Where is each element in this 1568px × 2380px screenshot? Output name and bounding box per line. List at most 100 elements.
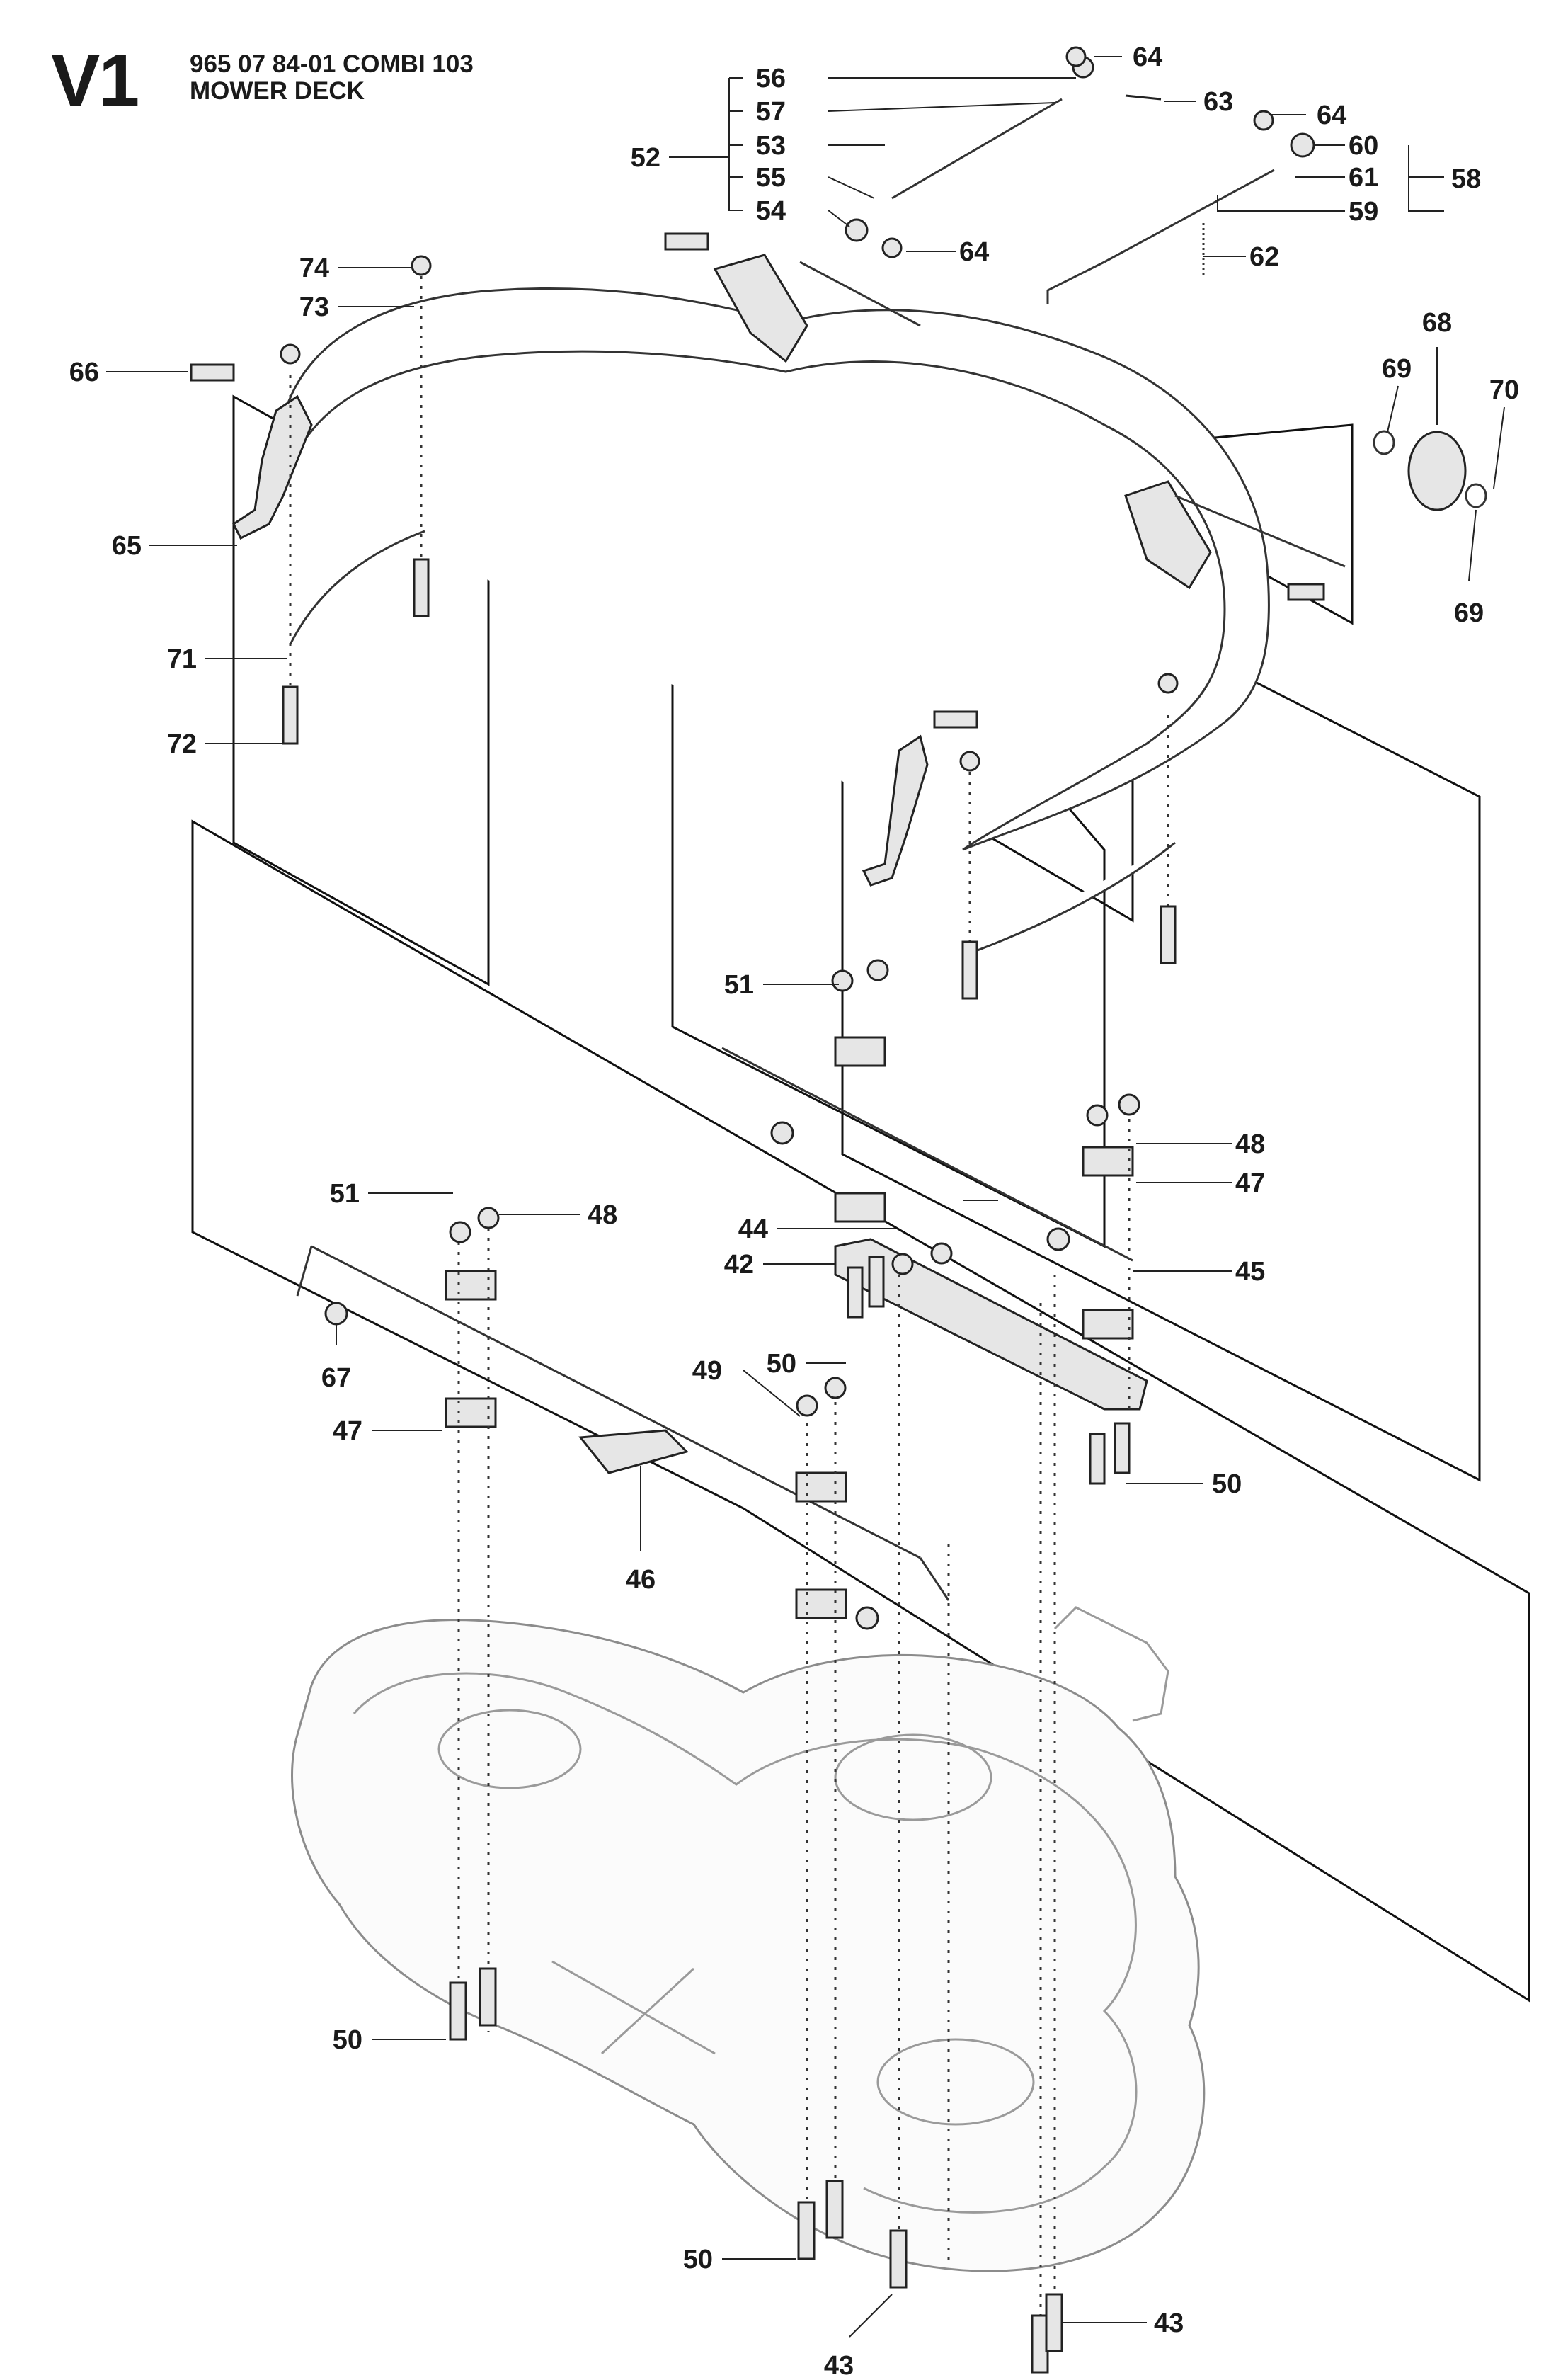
roller-68 [1407, 431, 1467, 511]
callout-c64-c: 64 [959, 237, 989, 267]
leader-line [743, 1370, 801, 1417]
link-71 [289, 530, 425, 645]
nut-44 [891, 1253, 914, 1275]
nut-51 [866, 959, 889, 981]
rod-59 [1104, 169, 1275, 263]
bolt-50 [1089, 1433, 1106, 1485]
callout-c58: 58 [1451, 164, 1481, 194]
nut-45 [1046, 1227, 1070, 1251]
nut-51 [449, 1221, 471, 1243]
deck-inner [353, 1672, 1138, 2214]
nut-54 [845, 218, 869, 242]
callout-c53: 53 [756, 131, 786, 161]
callout-c46: 46 [626, 1565, 656, 1595]
bolt-bracket-right [933, 710, 978, 729]
rod-assembly [845, 46, 1315, 304]
mower-deck [291, 1606, 1206, 2272]
bolt-right-arm [961, 940, 978, 1000]
spindle-bottom [876, 2038, 1035, 2126]
bolt-left-arm [413, 558, 430, 617]
bolt-50 [825, 2180, 844, 2239]
callout-c70: 70 [1489, 375, 1519, 405]
bolt-50 [449, 1981, 467, 2041]
leader-line [1217, 195, 1345, 212]
link-plate-top [713, 254, 808, 363]
callout-c50-a: 50 [767, 1349, 796, 1379]
nut-64-c [881, 237, 903, 258]
nut-51 [831, 969, 854, 992]
nuts [280, 255, 1179, 1630]
deck-handle [1053, 1606, 1169, 1722]
nut-49 [796, 1394, 818, 1417]
callout-c50-b: 50 [1212, 1469, 1242, 1499]
bolts [190, 232, 1325, 2374]
title-line: MOWER DECK [190, 77, 365, 105]
callout-c47-a: 47 [1235, 1168, 1265, 1198]
callout-c59: 59 [1349, 197, 1378, 227]
nut-44 [930, 1242, 953, 1265]
bolt-top-center [664, 232, 709, 251]
arm-end-right [919, 1557, 950, 1601]
bolt-72 [282, 685, 299, 745]
block-47-center-upper [795, 1471, 847, 1503]
callout-c74: 74 [299, 254, 329, 283]
callout-c60: 60 [1349, 131, 1378, 161]
callout-c68: 68 [1422, 308, 1452, 338]
callout-c73: 73 [299, 292, 329, 322]
bolt-43 [1045, 2293, 1063, 2352]
block-47-left-lower [445, 1397, 497, 1428]
callout-c61: 61 [1349, 163, 1378, 193]
nut-64-a [1065, 46, 1087, 67]
bracket-right [862, 734, 929, 887]
callout-c45: 45 [1235, 1257, 1265, 1287]
block-47-center-lower [795, 1588, 847, 1619]
nut-64-b [1253, 110, 1274, 131]
bracket-65 [232, 394, 313, 540]
nut-front-right [855, 1606, 879, 1630]
title-block: 965 07 84-01 COMBI 103 MOWER DECK [190, 51, 474, 105]
leader-lines [106, 56, 1505, 2338]
leader-line [828, 210, 850, 227]
callout-c51-a: 51 [724, 970, 754, 1000]
washer-69-right [1465, 483, 1487, 508]
nut-67 [324, 1302, 348, 1326]
bolt-50 [479, 1967, 497, 2027]
bolt-right [1160, 905, 1177, 964]
callout-c50-d: 50 [683, 2245, 713, 2274]
callout-c72: 72 [167, 729, 197, 759]
hanger-plate-42 [834, 1238, 1148, 1411]
leader-line [1493, 406, 1505, 489]
bolt-50 [1114, 1422, 1131, 1474]
callout-c71: 71 [167, 644, 197, 674]
callout-c67: 67 [321, 1363, 351, 1393]
roller-assembly [1373, 430, 1487, 511]
bolt-43 [889, 2229, 908, 2289]
callout-c48-b: 48 [588, 1200, 617, 1230]
callout-c63: 63 [1203, 87, 1233, 117]
block-47-left-upper [445, 1270, 497, 1301]
bolt-alignment-lines [289, 276, 1169, 2330]
callout-c51-b: 51 [330, 1179, 360, 1209]
callout-c64-b: 64 [1317, 101, 1346, 130]
nut-48 [1086, 1104, 1109, 1127]
frame-right-big [841, 469, 1481, 1482]
nut-48 [1118, 1093, 1140, 1116]
guide-plate-right [1124, 480, 1212, 590]
link-right [962, 841, 1176, 957]
callout-c56-a: 56 [756, 64, 786, 93]
part-number-line: 965 07 84-01 COMBI 103 [190, 50, 474, 78]
callout-c69-a: 69 [1382, 354, 1412, 384]
rod-53 [891, 98, 1063, 200]
callout-c49: 49 [692, 1356, 722, 1386]
bolt-shaft-right [1287, 583, 1325, 601]
callout-c52: 52 [631, 143, 660, 173]
leader-line [849, 2294, 893, 2338]
deck-x-mark [551, 1960, 716, 2055]
spindle-center [834, 1733, 992, 1821]
bolt-63 [1125, 94, 1162, 101]
lift-arm-tube-rear [289, 350, 1226, 851]
callout-c62: 62 [1249, 242, 1279, 272]
lower-bars [296, 1036, 1148, 1619]
